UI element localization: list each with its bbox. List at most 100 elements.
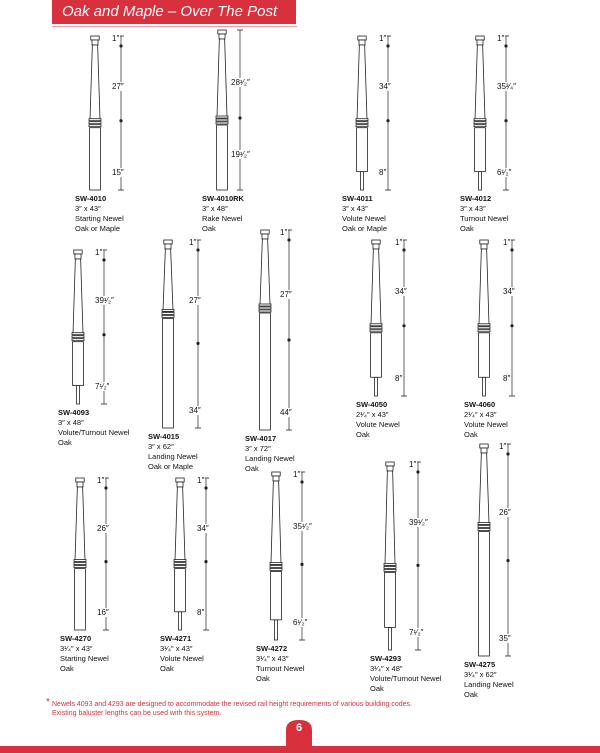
post-model: SW-4017	[245, 434, 277, 443]
post-drawing	[258, 229, 272, 431]
post-wood: Oak	[464, 690, 478, 699]
turned-ring	[383, 566, 397, 569]
dimension-marker	[196, 248, 200, 252]
footnote-line-1: Newels 4093 and 4293 are designed to acc…	[52, 701, 412, 708]
dimension-marker	[506, 559, 510, 563]
dimension-marker	[287, 338, 291, 342]
footnote: * Newels 4093 and 4293 are designed to a…	[46, 698, 472, 718]
turned-ring	[473, 124, 487, 128]
dimension-label: 1″	[94, 248, 104, 257]
post-type: Rake Newel	[202, 214, 243, 223]
dimension-label: 39¹⁄₂″	[408, 518, 429, 528]
post-size: 3″ x 48″	[58, 418, 84, 427]
dimension-marker	[104, 560, 108, 564]
turned-ring	[369, 323, 383, 327]
dimension-marker	[504, 119, 508, 123]
turned-ring	[161, 309, 175, 312]
dimension-label: 7¹⁄₂″	[94, 382, 111, 391]
post-drawing	[355, 35, 369, 191]
post-drawing	[88, 35, 102, 191]
dimension-label: 34″	[196, 523, 210, 533]
turned-ring	[477, 522, 491, 525]
post-type: Volute Newel	[160, 654, 204, 663]
dimension-marker	[402, 248, 406, 252]
dimension-marker	[402, 324, 406, 328]
post-drawing	[383, 461, 397, 651]
dimension-label: 8″	[394, 374, 404, 383]
turned-ring	[73, 559, 87, 562]
dimension-label: 26″	[498, 507, 512, 517]
post-model: SW-4011	[342, 194, 373, 203]
dowel-pin	[388, 627, 392, 651]
dimension-label: 26″	[96, 523, 110, 533]
turned-ring	[173, 565, 187, 568]
turned-ring	[173, 562, 187, 565]
dowel-pin	[274, 619, 278, 641]
dimension-marker	[416, 563, 420, 568]
turned-ring	[477, 323, 491, 327]
post-type: Landing Newel	[245, 454, 295, 463]
dimension-label: 8″	[196, 608, 206, 617]
post-size: 3¹⁄₄″ x 43″	[160, 644, 193, 653]
post-size: 3¹⁄₄″ x 48″	[370, 664, 403, 673]
dimension-marker	[416, 470, 420, 474]
turned-ring	[88, 118, 102, 122]
bottom-bar	[0, 746, 600, 753]
square-block	[370, 332, 382, 378]
post-drawing	[369, 239, 383, 397]
post-wood: Oak	[464, 430, 478, 439]
asterisk: *	[46, 697, 50, 708]
dimension-label: 1″	[498, 442, 508, 451]
dimension-label: 1″	[196, 476, 206, 485]
post-model: SW-4015	[148, 432, 180, 441]
tapered-shaft	[74, 486, 86, 562]
newel-post-svg	[355, 35, 391, 191]
dimension-label: 8″	[502, 374, 512, 383]
dimension-marker	[204, 560, 208, 564]
dimension-marker	[102, 258, 106, 262]
newel-post-svg	[477, 239, 515, 397]
post-wood: Oak or Maple	[342, 224, 388, 233]
dimension-marker	[386, 119, 390, 123]
post-model: SW-4093	[58, 408, 90, 417]
dimension-marker	[238, 116, 242, 120]
turned-ring	[215, 118, 229, 122]
title-rule	[52, 26, 297, 27]
post-size: 3¹⁄₄″ x 43″	[256, 654, 289, 663]
turned-ring	[355, 118, 369, 122]
dowel-pin	[178, 611, 182, 631]
square-block	[384, 572, 396, 628]
page-number: 6	[295, 722, 303, 734]
dimension-label: 6¹⁄₂″	[292, 618, 309, 627]
badge-shape	[286, 720, 312, 746]
finial	[175, 477, 185, 483]
turned-ring	[477, 528, 491, 531]
square-block	[478, 531, 490, 657]
turned-ring	[355, 121, 369, 125]
dimension-marker	[506, 452, 510, 456]
post-drawing	[477, 239, 491, 397]
page-title: Oak and Maple – Over The Post	[52, 0, 296, 24]
finial-neck	[480, 447, 488, 454]
dimension-label: 34″	[188, 406, 202, 415]
turned-ring	[258, 309, 272, 313]
post-size: 2¹⁄₄″ x 43″	[356, 410, 389, 419]
dimension-label: 28¹⁄₂″	[230, 78, 251, 87]
turned-ring	[477, 326, 491, 330]
post-size: 3″ x 43″	[342, 204, 368, 213]
newel-post-svg	[73, 477, 109, 631]
newel-post-svg	[215, 29, 243, 191]
dimension-marker	[300, 562, 304, 567]
turned-ring	[173, 559, 187, 562]
dimension-label: 34″	[502, 286, 516, 296]
